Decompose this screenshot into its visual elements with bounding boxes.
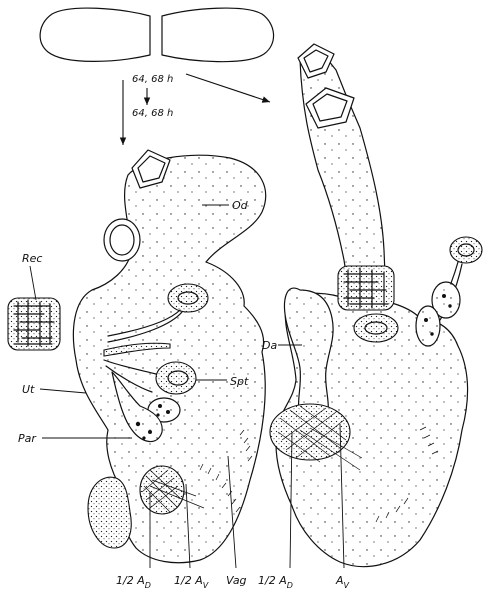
right-organ (270, 44, 482, 567)
label-half-ad-left-sub: D (145, 581, 151, 590)
label-av-right-main: A (335, 574, 344, 587)
right-oviduct (300, 50, 386, 300)
right-spermatheca-upper (450, 237, 482, 263)
right-receptaculum-coil (338, 266, 394, 310)
time-label-upper: 64, 68 h (132, 74, 173, 85)
label-av-right: AV (335, 574, 350, 590)
receptaculum-coil (8, 298, 60, 350)
right-paragonium-b (416, 306, 440, 346)
label-vag: Vag (226, 574, 247, 587)
arrow-to-right (186, 74, 270, 102)
left-lower-bulb (88, 477, 131, 548)
right-spermatheca-lower (354, 314, 398, 342)
label-half-ad-right-sub: D (287, 581, 293, 590)
label-half-ad-left-main: 1/2 A (116, 574, 145, 587)
label-half-ad-right-main: 1/2 A (258, 574, 287, 587)
egg-right (162, 8, 274, 62)
label-rec: Rec (22, 252, 42, 265)
vaginal-plate-left (140, 466, 184, 514)
label-half-av-left: 1/2 AV (174, 574, 209, 590)
label-par: Par (18, 432, 37, 445)
spermatheca-lower (156, 362, 196, 394)
label-half-av-left-main: 1/2 A (174, 574, 203, 587)
egg-outlines (40, 8, 273, 62)
label-half-ad-left: 1/2 AD (116, 574, 151, 590)
label-od: Od (232, 199, 249, 212)
label-half-av-left-sub: V (203, 581, 209, 590)
label-half-ad-right: 1/2 AD (258, 574, 293, 590)
spermatheca-upper (168, 284, 208, 312)
label-av-right-sub: V (344, 581, 350, 590)
label-da: Da (262, 339, 277, 352)
label-spt: Spt (230, 375, 249, 388)
label-ut: Ut (22, 383, 35, 396)
egg-left (40, 8, 150, 61)
leader-rec (30, 266, 36, 300)
time-label-lower: 64, 68 h (132, 108, 173, 119)
left-organ (8, 150, 266, 563)
leader-ut (40, 389, 86, 393)
